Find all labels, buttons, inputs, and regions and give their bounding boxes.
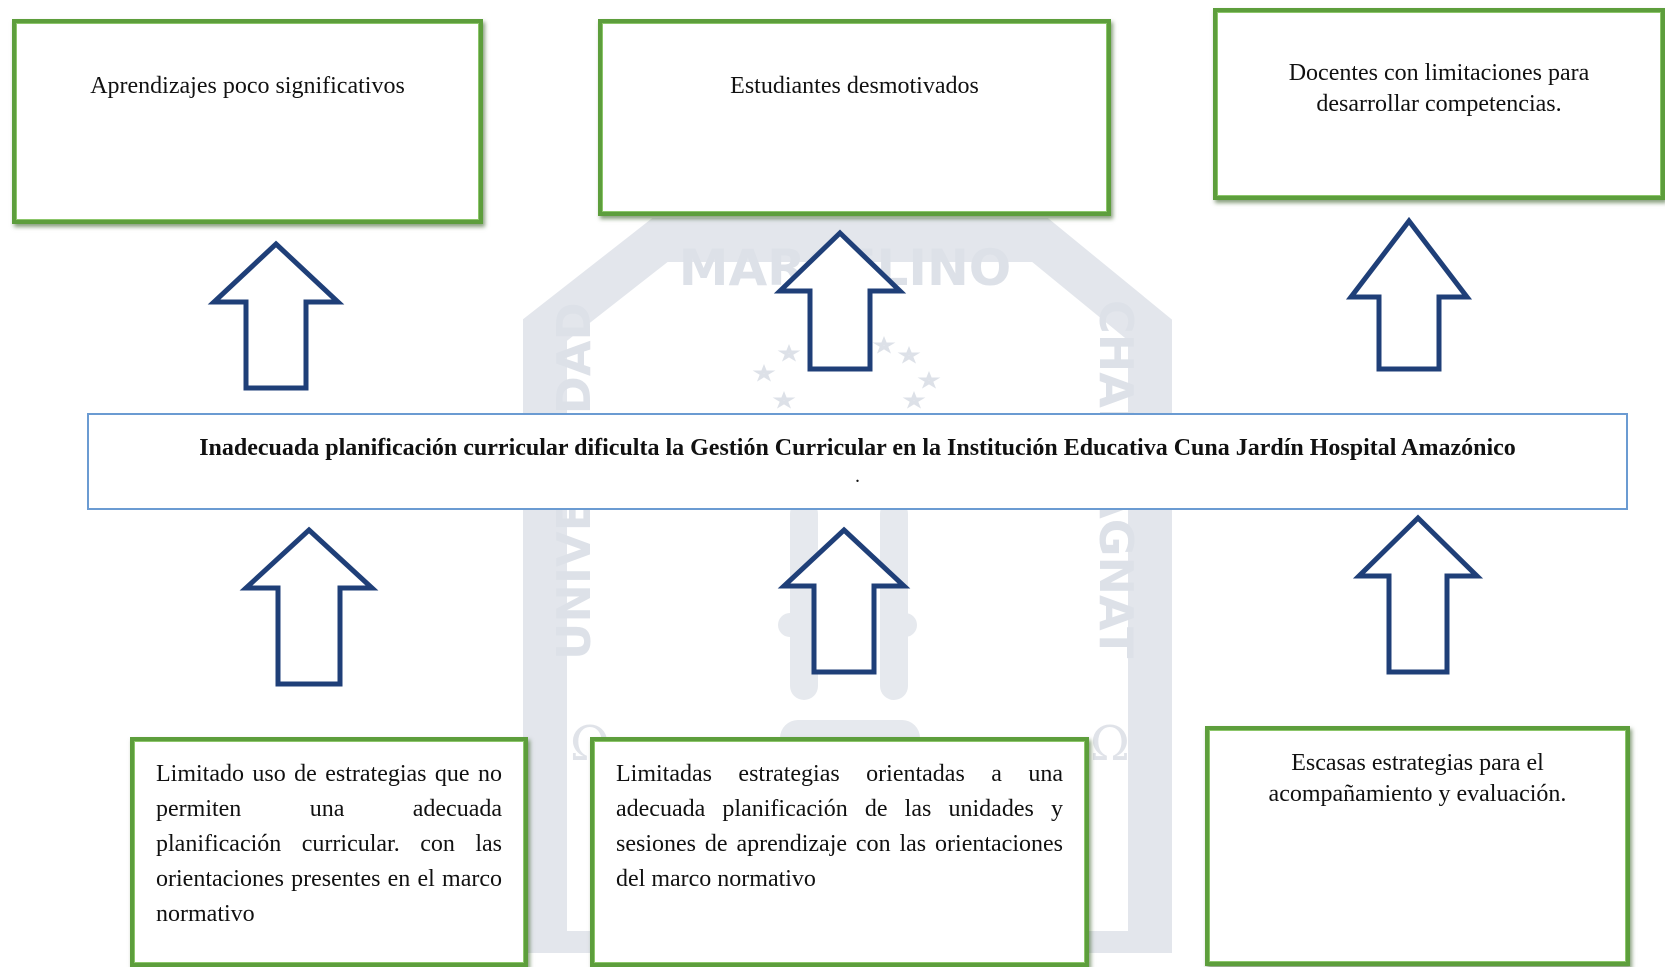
effect-2-text: Estudiantes desmotivados [730,73,979,99]
cause-box-3: Escasas estrategias para el acompañamien… [1205,726,1630,966]
effect-box-1: Aprendizajes poco significativos [12,19,483,224]
arrow-up-from-cause-3 [1352,514,1484,675]
svg-text:Ω: Ω [1090,716,1130,772]
effect-1-text: Aprendizajes poco significativos [90,73,405,99]
central-problem-text: Inadecuada planificación curricular difi… [199,435,1516,461]
cause-box-1: Limitado uso de estrategias que no permi… [130,737,528,967]
arrow-up-to-effect-2 [773,229,907,372]
cause-box-2: Limitadas estrategias orientadas a una a… [590,737,1089,967]
arrow-up-to-effect-1 [207,240,345,391]
central-problem-box: Inadecuada planificación curricular difi… [87,413,1628,510]
cause-3-text: Escasas estrategias para el acompañamien… [1268,750,1567,808]
effect-box-2: Estudiantes desmotivados [598,19,1111,216]
central-problem-period: . [855,465,860,487]
cause-2-text: Limitadas estrategias orientadas a una a… [616,761,1063,892]
cause-1-text: Limitado uso de estrategias que no permi… [156,761,502,927]
arrow-up-to-effect-3 [1345,216,1473,372]
effect-3-text: Docentes con limitaciones para desarroll… [1288,60,1590,118]
arrow-up-from-cause-2 [777,526,911,675]
effect-box-3: Docentes con limitaciones para desarroll… [1213,8,1665,200]
arrow-up-from-cause-1 [239,526,379,687]
